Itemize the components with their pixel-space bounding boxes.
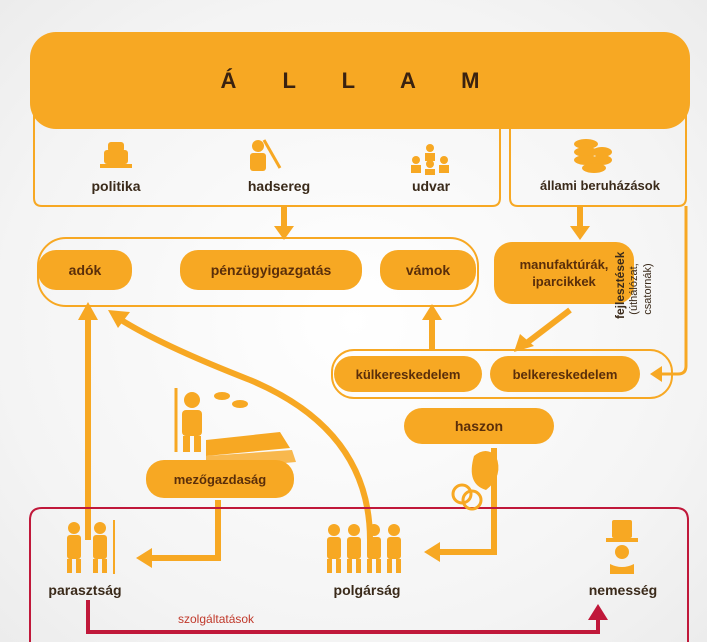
node-belker: belkereskedelem	[490, 356, 640, 392]
arrow-head-8	[424, 542, 440, 562]
arrow-polgar-adok	[116, 315, 373, 541]
crown-building-icon	[100, 142, 132, 168]
top-left-frame	[33, 110, 501, 207]
label-udvar: udvar	[411, 178, 451, 194]
label-services: szolgáltatások	[178, 612, 255, 626]
arrow-head-4	[650, 366, 662, 382]
label-hadsereg: hadsereg	[247, 178, 311, 194]
state-title: Á L L A M	[30, 32, 690, 129]
node-manufaktura-line1: manufaktúrák,	[519, 257, 609, 272]
services-arrow	[86, 600, 600, 634]
node-manufaktura-line2: iparcikkek	[532, 274, 596, 289]
row2-frame	[331, 349, 673, 399]
citizens-icon	[327, 524, 401, 573]
farmer-icon	[174, 388, 296, 470]
soldier-icon	[250, 139, 282, 171]
arrow-head-5	[422, 304, 442, 320]
node-adok-label: adók	[68, 262, 102, 278]
node-vamok-label: vámok	[405, 262, 451, 278]
coins-icon	[574, 139, 612, 173]
top-right-frame	[509, 110, 687, 207]
label-nemesseg: nemesség	[588, 582, 658, 598]
money-bag-icon	[451, 451, 499, 511]
class-frame	[29, 507, 689, 642]
node-adok: adók	[38, 250, 132, 290]
arrow-head-services	[588, 604, 608, 620]
noble-icon	[606, 520, 638, 574]
side-note-line2: (úthálózat, csatornák)	[628, 263, 654, 315]
arrow-head-1	[274, 226, 294, 240]
label-polgarsag: polgárság	[333, 582, 401, 598]
arrow-head-7	[108, 310, 130, 328]
node-penzugy: pénzügyigazgatás	[180, 250, 362, 290]
arrow-mezo-paraszt	[150, 500, 221, 561]
node-penzugy-label: pénzügyigazgatás	[210, 262, 332, 278]
develop-line	[660, 206, 688, 376]
arrow-manuf-belker	[526, 307, 572, 345]
node-haszon: haszon	[404, 408, 554, 444]
arrow-head-2	[570, 226, 590, 240]
courtiers-icon	[411, 144, 449, 175]
node-mezogazdasag: mezőgazdaság	[146, 460, 294, 498]
node-manufaktura: manufaktúrák, iparcikkek	[494, 242, 634, 304]
node-kulker-label: külkereskedelem	[355, 366, 461, 382]
peasants-icon	[67, 520, 115, 574]
arrow-head-9	[136, 548, 152, 568]
label-allami-beruhazasok: állami beruházások	[540, 178, 660, 193]
side-note: fejlesztések (úthálózat, csatornák)	[613, 251, 707, 319]
label-parasztsag: parasztság	[48, 582, 122, 598]
node-haszon-label: haszon	[454, 418, 504, 434]
node-kulker: külkereskedelem	[334, 356, 482, 392]
node-vamok: vámok	[380, 250, 476, 290]
arrow-head-6	[78, 302, 98, 320]
label-politika: politika	[91, 178, 141, 194]
side-note-line1: fejlesztések	[613, 251, 627, 319]
arrow-haszon-polgar	[438, 448, 497, 555]
node-belker-label: belkereskedelem	[512, 366, 618, 382]
arrow-head-3	[514, 334, 534, 352]
node-mezogazdasag-label: mezőgazdaság	[173, 471, 267, 487]
